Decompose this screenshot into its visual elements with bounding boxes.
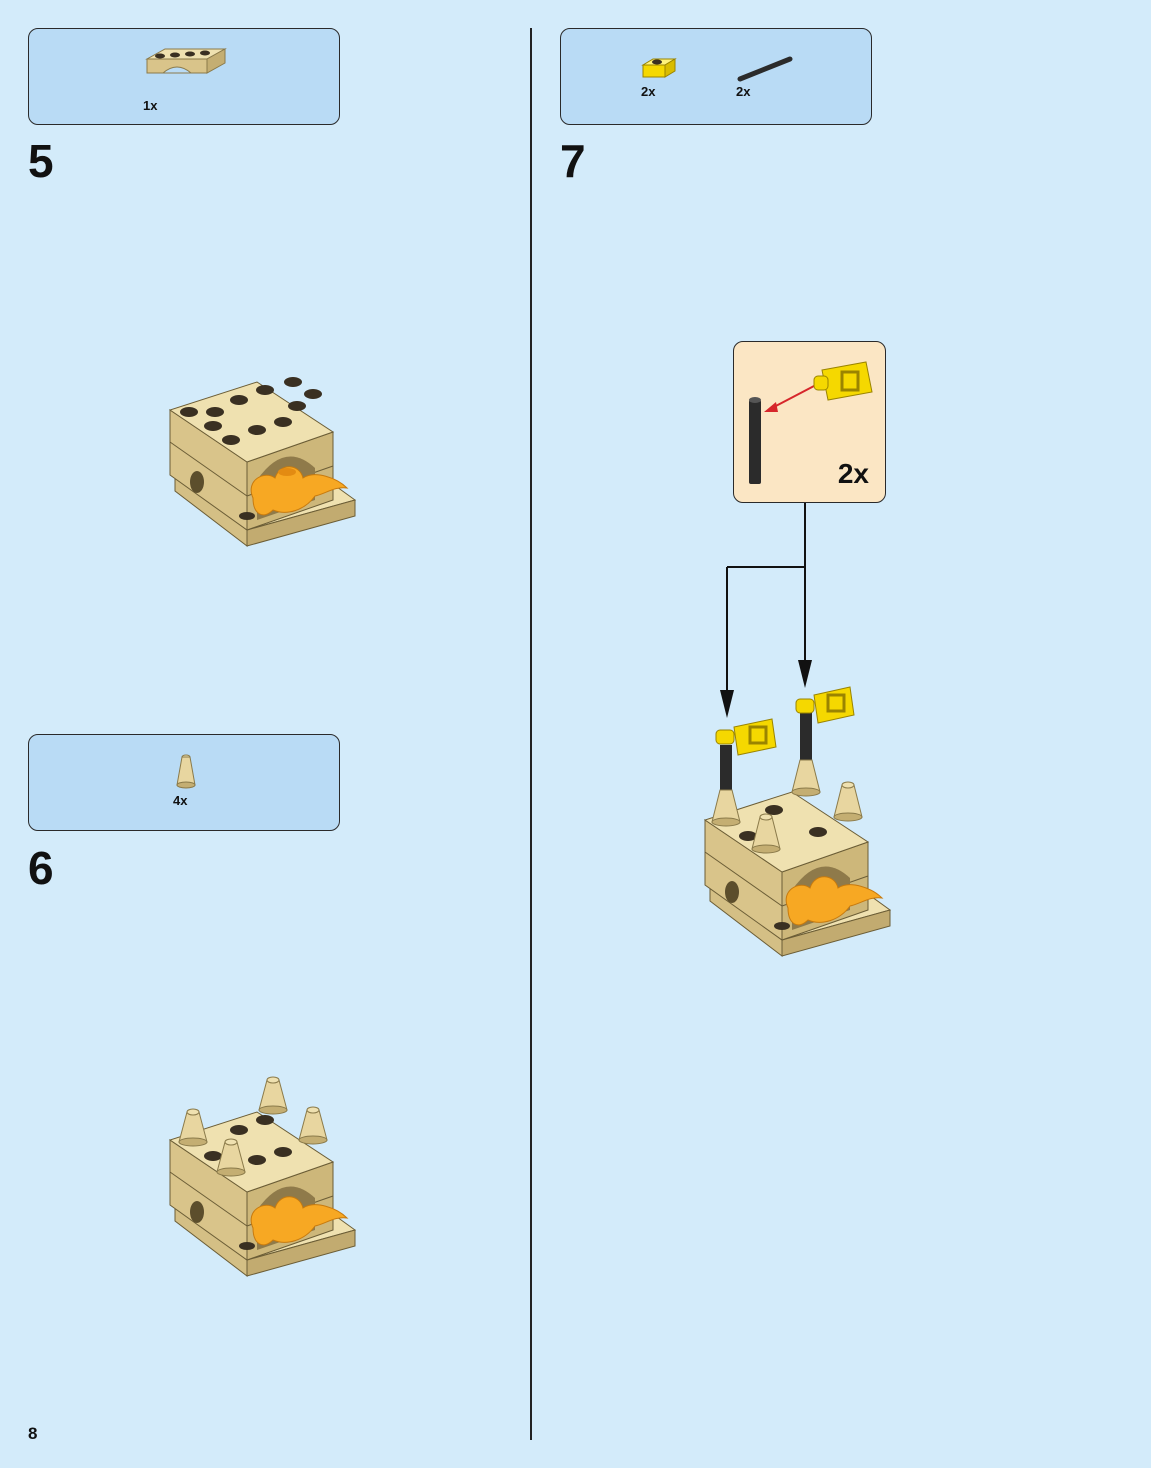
step-6-model [168,1076,357,1278]
step-number: 6 [28,842,54,894]
step-7-model [703,686,892,958]
step-6-parts-box: 4x [28,734,340,831]
step-5-parts-box: 1x [28,28,340,125]
black-bar-icon [737,56,793,82]
step-number: 7 [560,135,586,187]
part-qty: 2x [736,84,751,99]
sub-assembly-diagram [749,361,873,484]
step-number: 5 [28,135,54,187]
part-qty: 1x [143,98,158,113]
step-7-parts-box: 2x 2x [560,28,872,125]
page-number: 8 [28,1424,38,1443]
part-qty: 2x [641,84,656,99]
tan-cone-icon [176,754,196,789]
yellow-flag-clip-icon [641,58,677,78]
sub-assembly-callout: 2x [733,341,886,503]
callout-qty: 2x [837,458,869,489]
tan-arch-brick-icon [145,48,227,74]
column-divider [530,28,532,1440]
step-5-model [168,377,357,548]
part-qty: 4x [173,793,188,808]
